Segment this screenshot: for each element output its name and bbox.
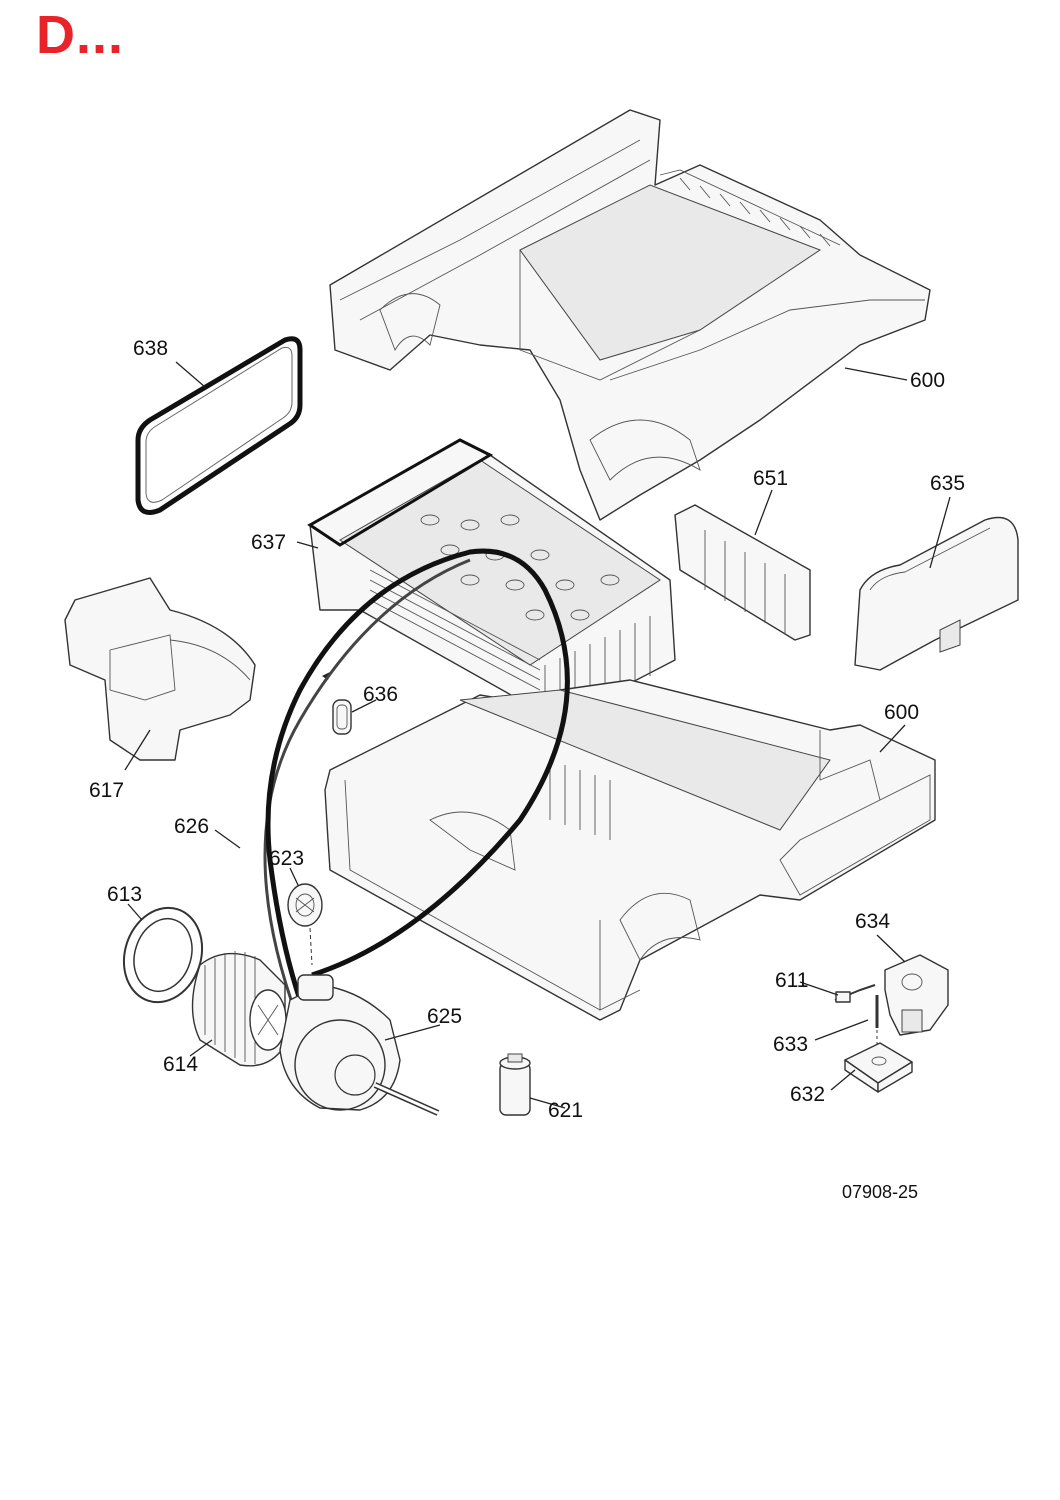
fan-wheel-part — [191, 951, 287, 1067]
callout-632: 632 — [790, 1083, 825, 1106]
callout-611: 611 — [775, 969, 808, 992]
callout-labels: 638 600 637 651 635 617 636 600 626 623 … — [89, 337, 965, 1202]
page-heading: D... — [36, 5, 125, 65]
callout-626: 626 — [174, 815, 209, 838]
callout-638: 638 — [133, 337, 168, 360]
door-gasket-part — [135, 336, 303, 515]
drawing-code: 07908-25 — [842, 1182, 918, 1202]
base-housing-part — [324, 679, 936, 1021]
capacitor-part — [499, 1053, 531, 1116]
leader-lines — [124, 361, 951, 1109]
callout-634: 634 — [855, 910, 890, 933]
pulley-part — [287, 883, 323, 966]
callout-621: 621 — [548, 1099, 583, 1122]
pump-part — [884, 954, 949, 1036]
upper-housing-part — [329, 109, 931, 521]
float-part — [844, 1042, 913, 1093]
callout-651: 651 — [753, 467, 788, 490]
callout-613: 613 — [107, 883, 142, 906]
callout-600-base: 600 — [884, 701, 919, 724]
belt-626 — [263, 558, 471, 1026]
filter-grille-part — [674, 504, 811, 641]
callout-636: 636 — [363, 683, 398, 706]
condenser-part — [307, 438, 676, 731]
callout-623: 623 — [269, 847, 304, 870]
callout-600-top: 600 — [910, 369, 945, 392]
motor-part — [279, 974, 440, 1116]
drive-belt — [265, 548, 570, 1001]
callout-625: 625 — [427, 1005, 462, 1028]
float-switch-part — [834, 984, 876, 1003]
air-duct-part — [64, 577, 256, 761]
callout-614: 614 — [163, 1053, 198, 1076]
callout-633: 633 — [773, 1033, 808, 1056]
callout-635: 635 — [930, 472, 965, 495]
callout-637: 637 — [251, 531, 286, 554]
callout-617: 617 — [89, 779, 124, 802]
container-cover-part — [854, 516, 1019, 671]
